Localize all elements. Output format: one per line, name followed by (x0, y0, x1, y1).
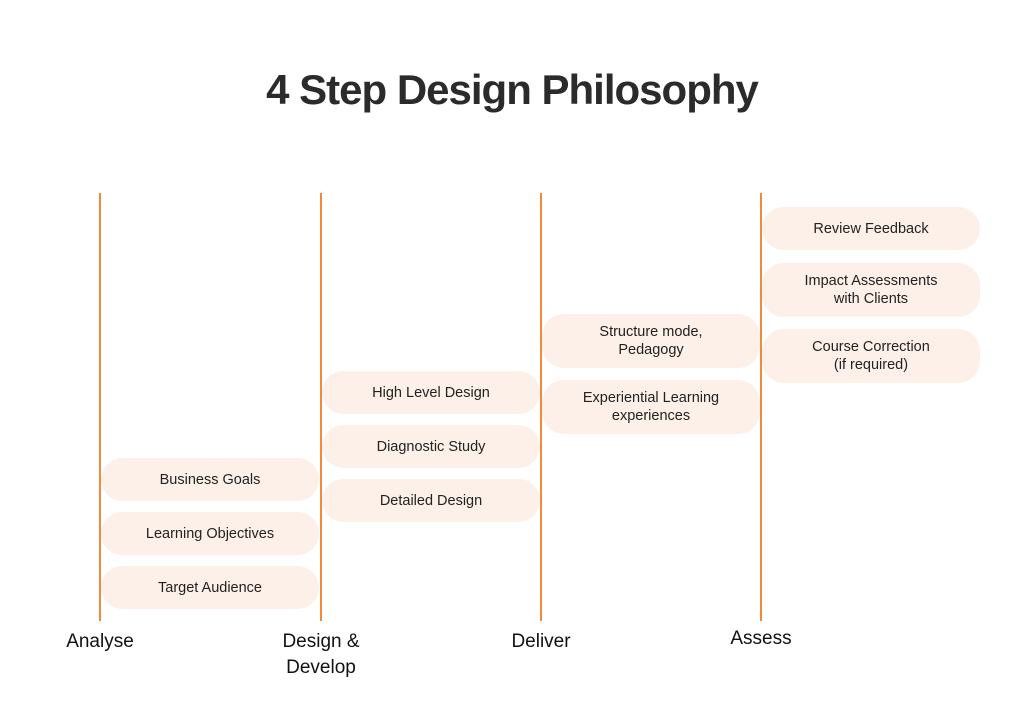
item-impact-assessments: Impact Assessments with Clients (762, 263, 980, 317)
item-review-feedback: Review Feedback (762, 207, 980, 250)
item-experiential-learning: Experiential Learning experiences (542, 380, 760, 434)
item-diagnostic-study: Diagnostic Study (322, 425, 540, 468)
item-business-goals: Business Goals (101, 458, 319, 501)
item-structure-mode: Structure mode, Pedagogy (542, 314, 760, 368)
item-learning-objectives: Learning Objectives (101, 512, 319, 555)
step-label-assess: Assess (730, 628, 792, 649)
timeline-line-assess (760, 193, 762, 621)
item-target-audience: Target Audience (101, 566, 319, 609)
timeline-line-design-develop (320, 193, 322, 621)
diagram-title: 4 Step Design Philosophy (266, 66, 759, 113)
item-detailed-design: Detailed Design (322, 479, 540, 522)
step-label-analyse: Analyse (66, 631, 134, 652)
step-label-design-develop: Design & Develop (282, 631, 360, 678)
timeline-line-analyse (99, 193, 101, 621)
step-label-deliver: Deliver (511, 631, 571, 652)
item-course-correction: Course Correction (if required) (762, 329, 980, 383)
item-high-level-design: High Level Design (322, 371, 540, 414)
timeline-line-deliver (540, 193, 542, 621)
